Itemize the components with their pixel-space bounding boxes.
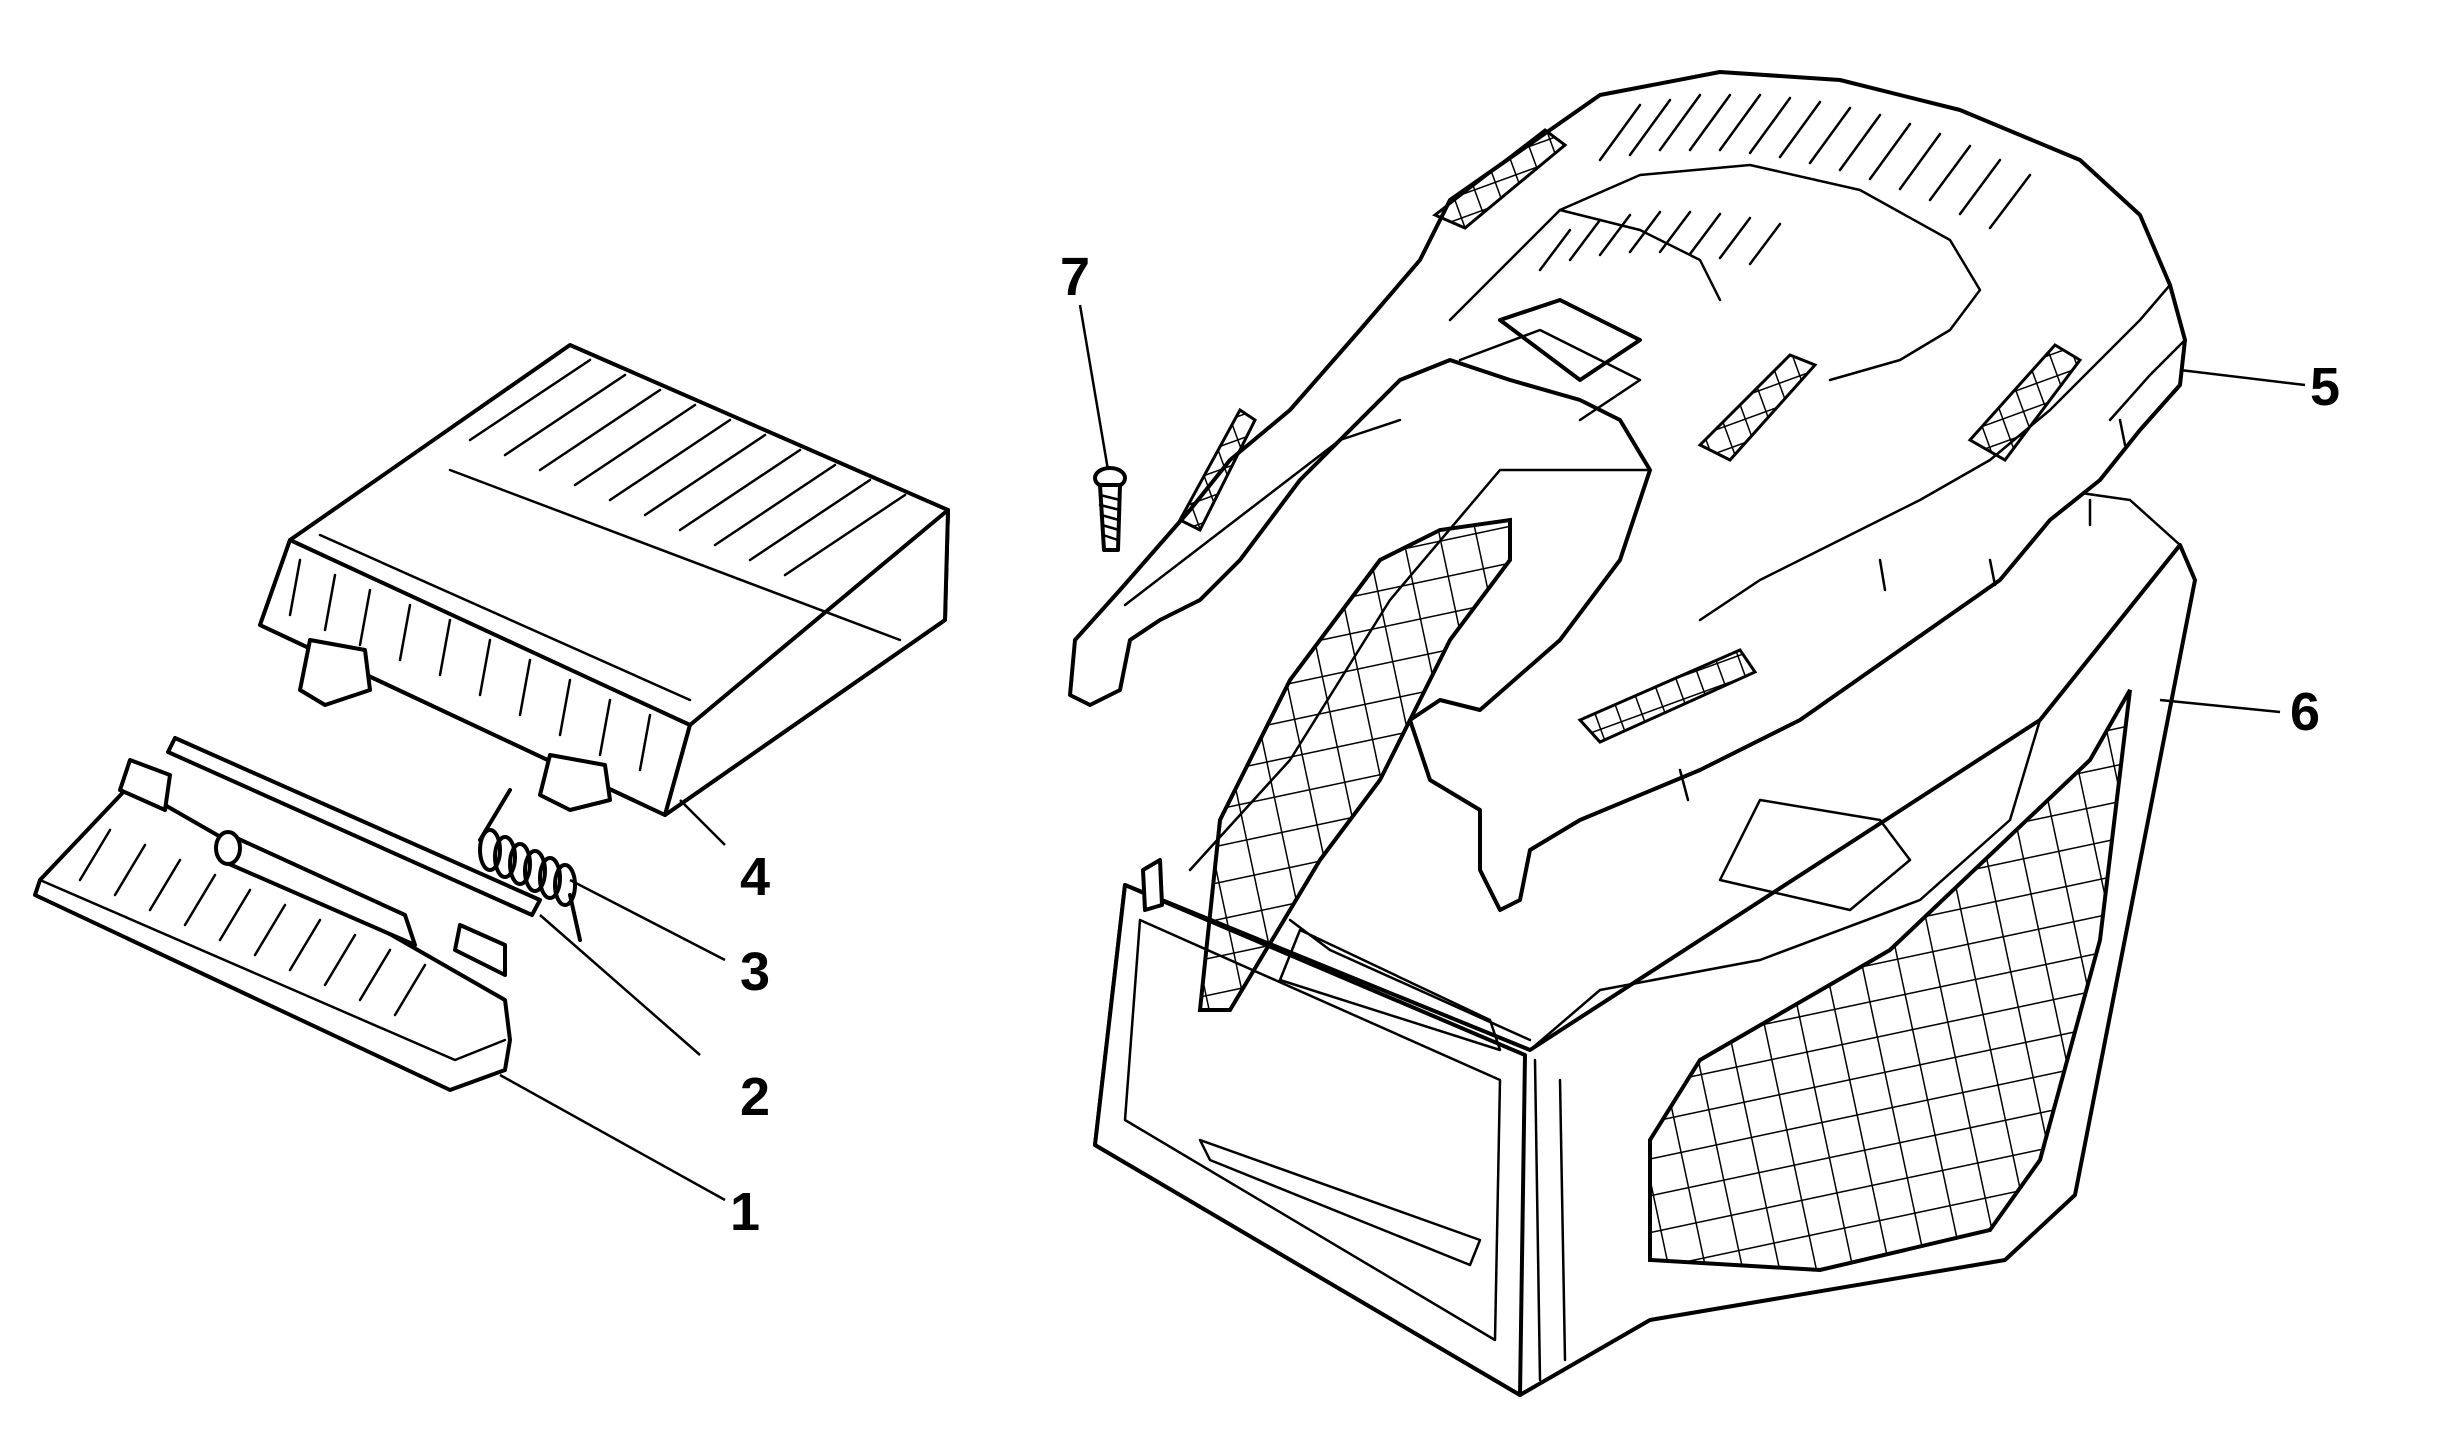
leader-line-6 xyxy=(2159,698,2281,714)
leader-line-5 xyxy=(2179,368,2306,387)
grass-basket-lid-part xyxy=(1068,70,2187,1012)
leader-line-3 xyxy=(569,878,726,962)
callout-7: 7 xyxy=(1060,247,1090,307)
torsion-spring-part xyxy=(478,788,582,942)
leader-line-1 xyxy=(499,1073,726,1202)
hinge-rod-part xyxy=(166,736,542,917)
grass-basket-body-part xyxy=(1093,468,2197,1397)
callout-labels: 1 2 3 4 5 6 7 xyxy=(730,247,2340,1242)
callout-3: 3 xyxy=(740,942,770,1002)
callout-1: 1 xyxy=(730,1182,760,1242)
hinge-bar-part xyxy=(33,758,512,1092)
callout-6: 6 xyxy=(2290,682,2320,742)
callout-5: 5 xyxy=(2310,357,2340,417)
leader-line-7 xyxy=(1078,304,1110,471)
flap-cover-part xyxy=(258,343,950,817)
leader-lines xyxy=(499,304,2306,1202)
callout-4: 4 xyxy=(740,847,770,907)
callout-2: 2 xyxy=(740,1067,770,1127)
leader-line-4 xyxy=(679,799,726,846)
screw-part xyxy=(1093,466,1127,552)
leader-line-2 xyxy=(539,914,701,1056)
